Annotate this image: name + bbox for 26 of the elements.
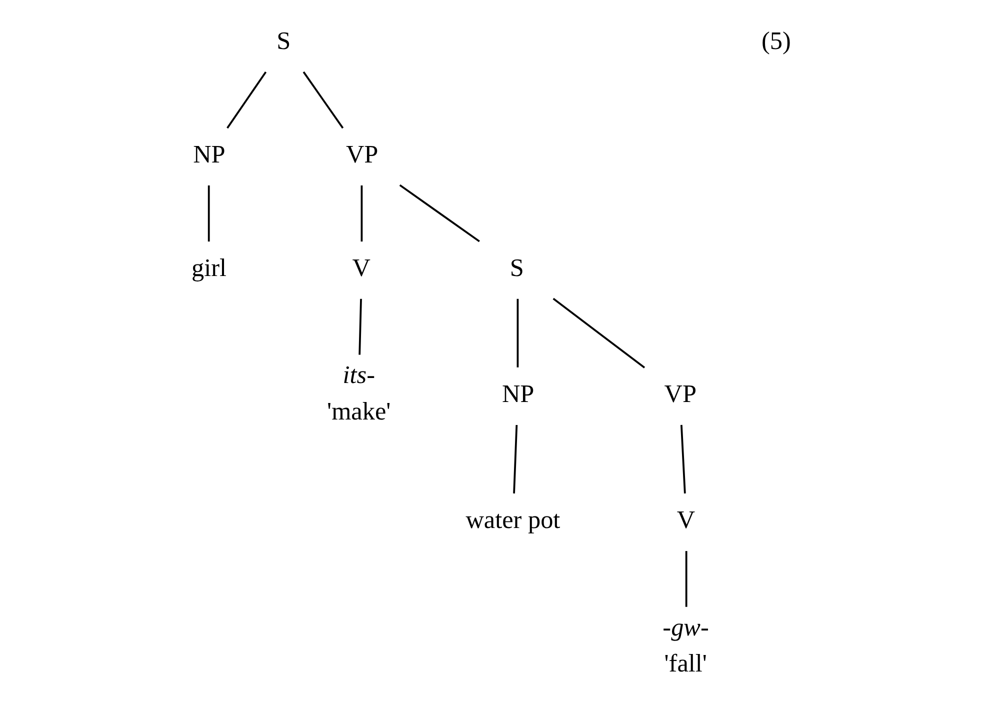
connector (680, 424, 686, 494)
connector (516, 298, 519, 368)
connector (226, 71, 267, 129)
connector (360, 185, 363, 242)
node-text: V (352, 255, 370, 282)
node-text: -gw- (662, 614, 709, 642)
connector (685, 551, 688, 607)
node-text: NP (193, 142, 226, 169)
node-text: VP (346, 142, 378, 169)
node-label: 'fall' (664, 650, 707, 678)
connector (302, 71, 344, 129)
connector (513, 424, 518, 494)
node-text: its- (342, 362, 376, 390)
node-text: VP (664, 381, 696, 408)
node-text: girl (192, 255, 227, 282)
connector (358, 298, 362, 355)
label: (5) (761, 28, 791, 56)
node-text: V (676, 507, 696, 534)
node-text: NP (502, 381, 534, 408)
node-text: S (276, 28, 291, 56)
node-label: 'make' (327, 398, 391, 426)
node-text: S (510, 255, 524, 282)
node-text: water pot (466, 507, 560, 534)
connector (399, 184, 480, 242)
connector (208, 185, 210, 242)
connector (552, 298, 646, 368)
